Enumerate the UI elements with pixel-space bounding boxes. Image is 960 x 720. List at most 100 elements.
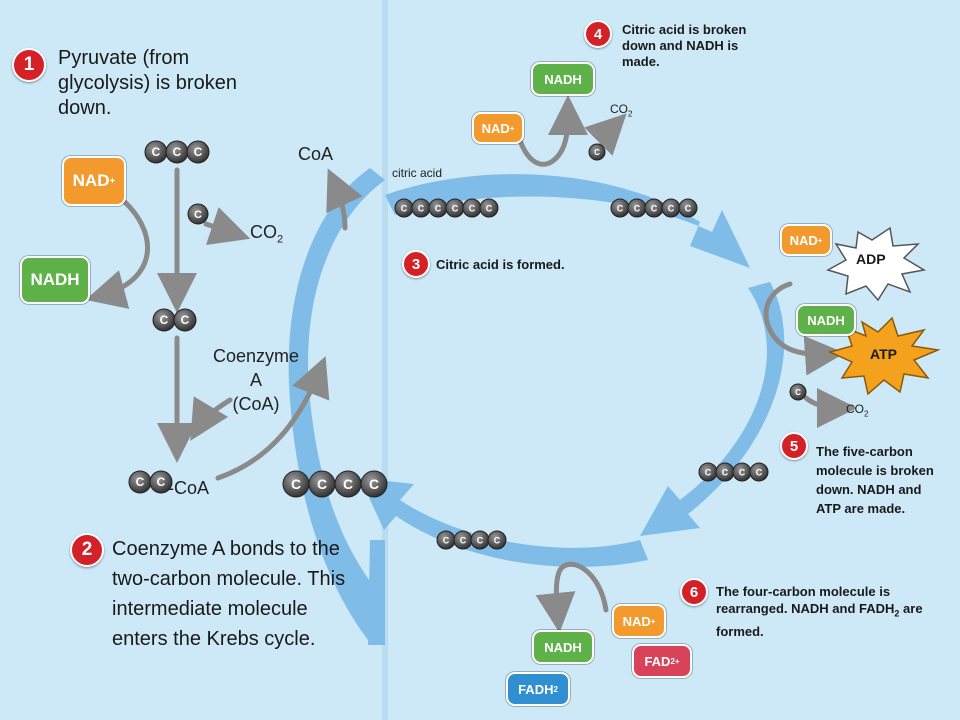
fadh-sub: 2 xyxy=(553,684,558,694)
nadh-pill-3: NADH xyxy=(796,304,856,336)
nad-sup: + xyxy=(509,123,515,133)
nadh-pill-2: NADH xyxy=(531,62,595,96)
carbon-atom-label: C xyxy=(194,209,202,221)
carbon-atom xyxy=(360,470,388,498)
step-6-text: The four-carbon molecule is rearranged. … xyxy=(716,583,926,640)
co2-sub: 2 xyxy=(864,409,869,419)
nadh-label: NADH xyxy=(807,312,845,328)
carbon-atom-label: C xyxy=(152,145,161,159)
co2-sub: 2 xyxy=(628,109,633,119)
carbon-atom-label: C xyxy=(443,535,450,545)
carbon-atom-label: C xyxy=(668,203,675,213)
co2-text: CO xyxy=(846,402,864,416)
carbon-atom xyxy=(479,198,499,218)
citric-acid-label: citric acid xyxy=(392,166,443,180)
atp-label: ATP xyxy=(870,346,897,362)
step-1-text: Pyruvate (from glycolysis) is broken dow… xyxy=(58,47,237,119)
nadh-label: NADH xyxy=(544,639,582,655)
carbon-atom-label: C xyxy=(369,476,379,492)
released-carbon-2: C xyxy=(588,143,606,161)
carbon-atom xyxy=(187,203,209,225)
step-3-badge: 3 xyxy=(402,250,430,278)
carbon-atom-label: C xyxy=(194,145,203,159)
carbon-atom-label: C xyxy=(173,145,182,159)
carbon-atom-label: C xyxy=(594,148,600,157)
carbon-atom-label: C xyxy=(494,535,501,545)
cycle-arrow-ring xyxy=(288,168,785,645)
carbon-atom-label: C xyxy=(756,467,763,477)
nadh-pill-4: NADH xyxy=(532,630,594,664)
carbon-atom-label: C xyxy=(722,467,729,477)
nad-pill-2: NAD+ xyxy=(472,112,524,144)
nad-label: NAD xyxy=(481,120,510,136)
step-6-text-main: The four-carbon molecule is rearranged. … xyxy=(716,584,895,616)
coenzyme-a-label: Coenzyme A (CoA) xyxy=(206,344,306,416)
nad-sup: + xyxy=(650,616,656,626)
co2-label-1: CO2 xyxy=(250,222,283,246)
co2-label-2: CO2 xyxy=(610,102,632,118)
carbon-atom-label: C xyxy=(617,203,624,213)
coa-label: CoA xyxy=(298,144,334,164)
adp-label: ADP xyxy=(856,251,886,267)
carbon-atom xyxy=(186,140,210,164)
co2-sub: 2 xyxy=(277,233,284,246)
carbon-atom-label: C xyxy=(435,203,442,213)
carbon-atom-label: C xyxy=(317,476,327,492)
nad-label: NAD xyxy=(622,613,651,629)
fad-sup: 2+ xyxy=(670,656,680,666)
carbon-atom-label: C xyxy=(469,203,476,213)
carbon-atom-label: C xyxy=(343,476,353,492)
atp-star xyxy=(827,316,941,396)
carbon-atom xyxy=(487,530,507,550)
carbon-atom-label: C xyxy=(739,467,746,477)
carbon-atom xyxy=(588,143,606,161)
carbon-atom xyxy=(678,198,698,218)
released-carbon-1: C xyxy=(187,203,209,225)
nad-sup: + xyxy=(109,175,116,187)
carbon-atom-label: C xyxy=(486,203,493,213)
coenzyme-a-line1: Coenzyme A xyxy=(212,346,300,390)
step-5-text: The five-carbon molecule is broken down.… xyxy=(816,444,934,516)
step-1-badge: 1 xyxy=(12,48,46,82)
carbon-atom xyxy=(173,308,197,332)
released-carbon-3: C xyxy=(789,383,807,401)
carbon-atom-label: C xyxy=(160,313,169,327)
nad-pill-3: NAD+ xyxy=(780,224,832,256)
panel-divider xyxy=(382,0,388,720)
carbon-atom xyxy=(149,470,173,494)
step-3-text: Citric acid is formed. xyxy=(436,257,565,272)
carbon-atom-label: C xyxy=(685,203,692,213)
step-4-text: Citric acid is broken down and NADH is m… xyxy=(622,22,747,69)
carbon-atom-label: C xyxy=(452,203,459,213)
carbon-atom-label: C xyxy=(651,203,658,213)
fad-label: FAD xyxy=(644,653,671,669)
step-6-text-tail: are formed. xyxy=(716,601,923,639)
carbon-atom xyxy=(749,462,769,482)
carbon-atom-label: C xyxy=(634,203,641,213)
step-5-badge: 5 xyxy=(780,432,808,460)
coenzyme-a-line2: (CoA) xyxy=(232,394,280,414)
carbon-atom-label: C xyxy=(460,535,467,545)
carbon-atom-label: C xyxy=(401,203,408,213)
carbon-atom-label: C xyxy=(477,535,484,545)
nad-label: NAD xyxy=(789,232,818,248)
step-6-badge: 6 xyxy=(680,578,708,606)
nadh-pill-1: NADH xyxy=(20,256,90,304)
process-arrows xyxy=(85,95,857,633)
step-6-text-sub: 2 xyxy=(894,608,900,619)
carbon-atom-label: C xyxy=(181,313,190,327)
nadh-label: NADH xyxy=(30,270,80,289)
carbon-atom xyxy=(789,383,807,401)
carbon-atom-label: C xyxy=(157,475,166,489)
